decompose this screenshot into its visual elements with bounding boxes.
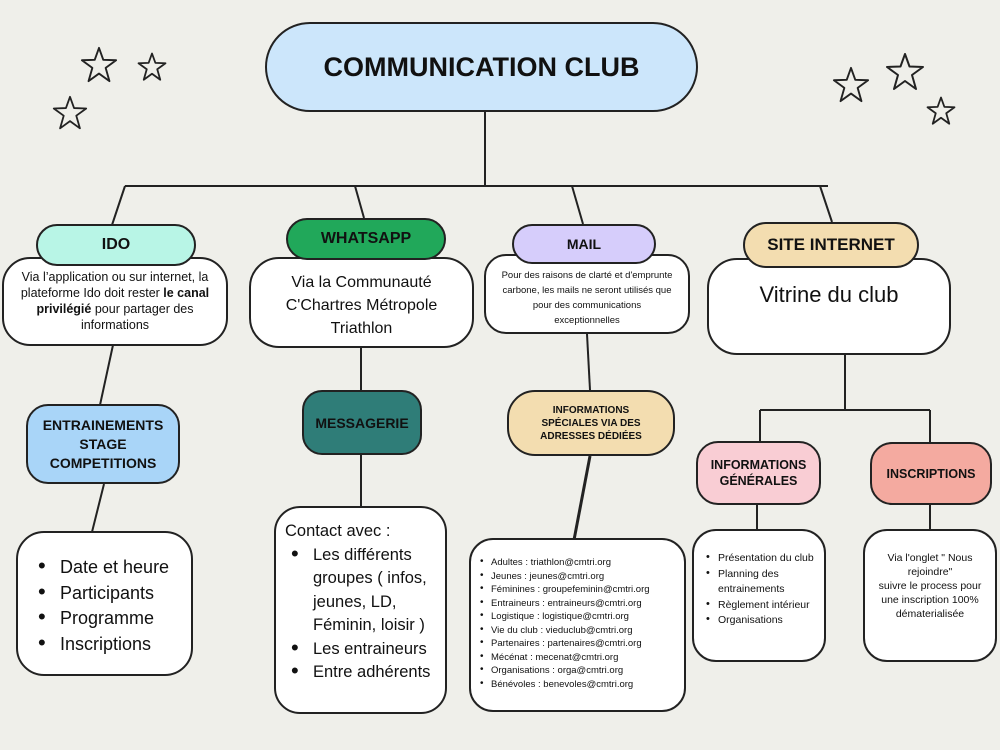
list-item: Présentation du club	[704, 550, 820, 567]
list-item: Mécénat : mecenat@cmtri.org	[479, 650, 680, 665]
list-item: Planning des entrainements	[704, 566, 820, 598]
list-item: Règlement intérieur	[704, 597, 820, 614]
infos-generales-label-2: GÉNÉRALES	[719, 474, 798, 488]
whatsapp-contacts-box: Contact avec : Les différents groupes ( …	[274, 506, 447, 714]
whatsapp-text-1: Via la Communauté	[291, 274, 432, 291]
site-node: SITE INTERNET	[743, 222, 919, 268]
site-description-box: Vitrine du club	[707, 258, 951, 355]
list-item: Vie du club : vieduclub@cmtri.org	[479, 623, 680, 638]
infos-generales-node: INFORMATIONS GÉNÉRALES	[696, 441, 821, 505]
list-item: Féminines : groupefeminin@cmtri.org	[479, 582, 680, 597]
star-icon	[926, 96, 956, 125]
inscriptions-box: Via l'onglet " Nous rejoindre" suivre le…	[863, 529, 997, 662]
ido-items-box: Date et heure Participants Programme Ins…	[16, 531, 193, 676]
mail-text: Pour des raisons de clarté et d'emprunte…	[501, 270, 673, 326]
competitions-label: COMPETITIONS	[49, 454, 157, 471]
inscriptions-text-1: Via l'onglet " Nous rejoindre"	[887, 552, 973, 578]
site-label: SITE INTERNET	[767, 235, 895, 254]
star-icon	[886, 53, 924, 90]
mail-label: MAIL	[566, 236, 602, 252]
contact-title: Contact avec :	[285, 522, 391, 540]
list-item: Entre adhérents	[285, 659, 441, 685]
ido-label: IDO	[101, 236, 131, 253]
contacts-list: Les différents groupes ( infos, jeunes, …	[285, 542, 441, 685]
whatsapp-node: WHATSAPP	[286, 218, 446, 260]
list-item: Date et heure	[32, 553, 181, 581]
ido-description-box: Via l’application ou sur internet, la pl…	[2, 257, 228, 346]
list-item: Logistique : logistique@cmtri.org	[479, 609, 680, 624]
list-item: Bénévoles : benevoles@cmtri.org	[479, 677, 680, 692]
star-icon	[832, 66, 870, 103]
inscriptions-label: INSCRIPTIONS	[886, 466, 976, 481]
ido-node: IDO	[36, 224, 196, 266]
entrainements-label: ENTRAINEMENTS	[42, 416, 164, 433]
addresses-list: Adultes : triathlon@cmtri.org Jeunes : j…	[479, 555, 680, 692]
infos-generales-label-1: INFORMATIONS	[710, 458, 807, 472]
star-icon	[137, 52, 167, 81]
whatsapp-description-box: Via la Communauté C'Chartres Métropole T…	[249, 257, 474, 348]
mail-node: MAIL	[512, 224, 656, 264]
list-item: Adultes : triathlon@cmtri.org	[479, 555, 680, 570]
list-item: Inscriptions	[32, 630, 181, 658]
list-item: Organisations	[704, 612, 820, 629]
ido-items-list: Date et heure Participants Programme Ins…	[32, 553, 181, 658]
entrainements-node: ENTRAINEMENTS STAGE COMPETITIONS	[26, 404, 180, 484]
stage-label: STAGE	[79, 435, 127, 452]
title-node: COMMUNICATION CLUB	[265, 22, 698, 112]
messagerie-node: MESSAGERIE	[302, 390, 422, 455]
list-item: Programme	[32, 604, 181, 632]
whatsapp-text-2: C'Chartres Métropole	[285, 297, 438, 314]
list-item: Jeunes : jeunes@cmtri.org	[479, 569, 680, 584]
infos-generales-list: Présentation du club Planning des entrai…	[704, 550, 820, 629]
star-icon	[52, 95, 88, 130]
ido-text-bold: le canal privilégié	[36, 286, 210, 316]
star-icon	[80, 46, 118, 83]
infos-speciales-node: INFORMATIONS SPÉCIALES VIA DES ADRESSES …	[507, 390, 675, 456]
list-item: Entraineurs : entraineurs@cmtri.org	[479, 596, 680, 611]
mail-description-box: Pour des raisons de clarté et d'emprunte…	[484, 254, 690, 334]
list-item: Les entraineurs	[285, 636, 441, 662]
ido-text-pre: Via l’application ou sur internet, la pl…	[20, 270, 209, 300]
page-title: COMMUNICATION CLUB	[323, 51, 640, 82]
list-item: Participants	[32, 579, 181, 607]
inscriptions-node: INSCRIPTIONS	[870, 442, 992, 505]
whatsapp-text-3: Triathlon	[330, 320, 393, 337]
inscriptions-text-2: suivre le process pour une inscription 1…	[878, 580, 982, 620]
list-item: Organisations : orga@cmtri.org	[479, 663, 680, 678]
ido-text-post: pour partager des informations	[80, 302, 194, 332]
whatsapp-label: WHATSAPP	[320, 230, 412, 247]
infos-generales-box: Présentation du club Planning des entrai…	[692, 529, 826, 662]
infos-speciales-label: INFORMATIONS SPÉCIALES VIA DES ADRESSES …	[540, 404, 642, 442]
messagerie-label: MESSAGERIE	[315, 414, 409, 431]
site-text: Vitrine du club	[759, 282, 899, 307]
list-item: Partenaires : partenaires@cmtri.org	[479, 636, 680, 651]
list-item: Les différents groupes ( infos, jeunes, …	[285, 542, 441, 638]
mail-addresses-box: Adultes : triathlon@cmtri.org Jeunes : j…	[469, 538, 686, 712]
